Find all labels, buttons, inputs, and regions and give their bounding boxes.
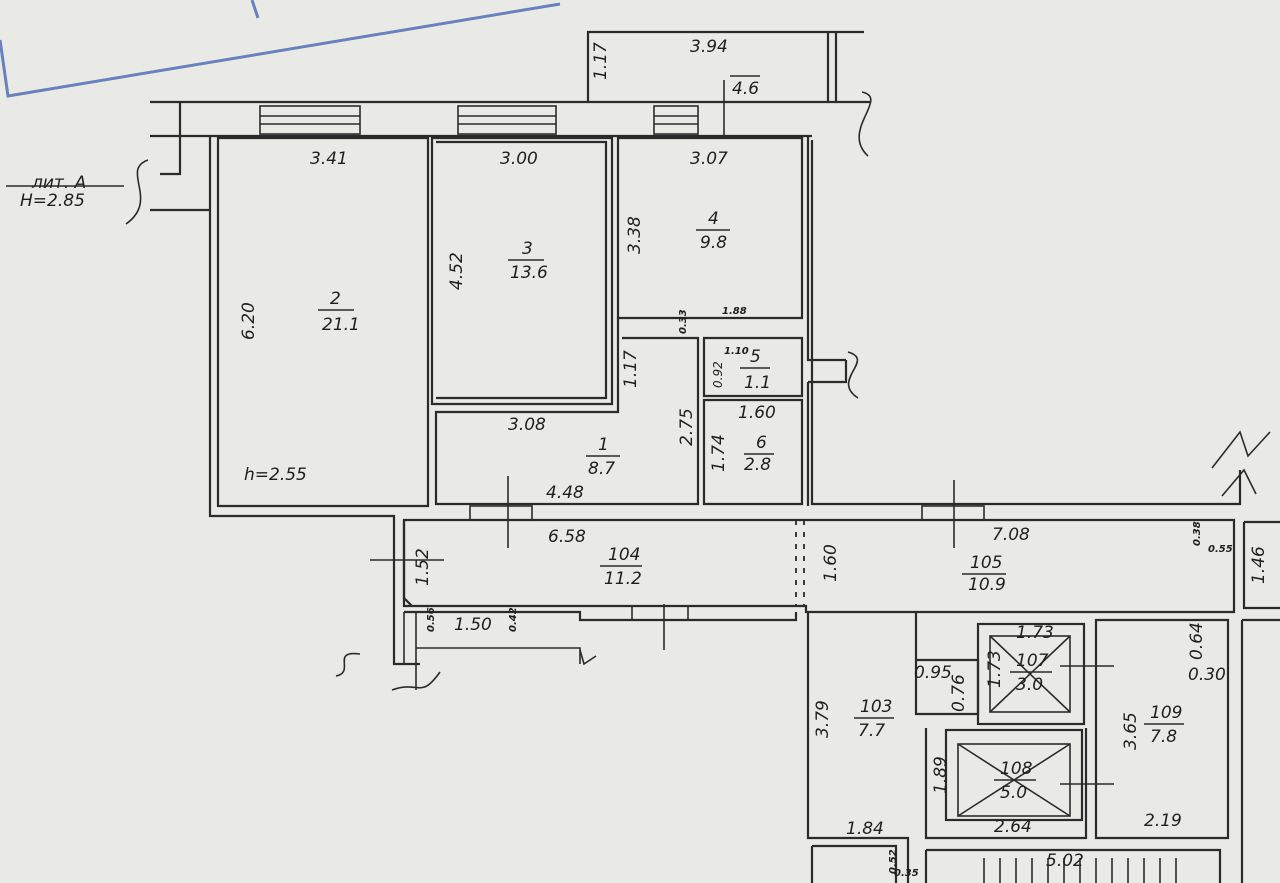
legend: лит. А H=2.85 h=2.55 [6,173,307,485]
dim-label: 1.17 [621,350,641,388]
dim-label: 0.35 [894,868,919,879]
room-104-area: 11.2 [604,569,642,589]
building-height: H=2.85 [20,191,85,211]
room-2-area: 21.1 [322,315,360,335]
room-5-area: 1.1 [744,373,771,393]
dim-label: 1.60 [821,544,841,582]
room-105-number: 105 [970,553,1002,573]
room-1-number: 1 [598,435,609,455]
balcony-area: 4.6 [732,79,759,99]
balcony: 3.94 4.6 1.17 [591,37,760,99]
dim-label: 3.08 [508,415,546,435]
stamp-mark [0,0,561,98]
room-4-number: 4 [708,209,719,229]
dim-label: 1.50 [454,615,492,635]
dimension-labels: 3.41 3.00 3.07 6.20 4.52 3.38 1.88 0.33 … [239,149,1269,879]
dim-label: 4.52 [447,252,467,290]
dim-label: 0.64 [1187,622,1207,660]
dim-label: 1.89 [931,756,951,794]
room-108-number: 108 [1000,759,1033,779]
room-1-area: 8.7 [588,459,615,479]
dim-label: 6.20 [239,302,259,340]
room-103-area: 7.7 [858,721,885,741]
dim-label: 3.07 [690,149,728,169]
dim-label: 1.73 [1016,623,1054,643]
room-109-number: 109 [1150,703,1182,723]
dim-label: 0.56 [426,607,437,632]
balcony-depth: 1.17 [591,42,611,80]
room-6-area: 2.8 [744,455,771,475]
dim-label: 1.52 [413,548,433,586]
dim-label: 1.84 [846,819,884,839]
room-3-area: 13.6 [510,263,548,283]
dim-label: 6.58 [548,527,586,547]
ceiling-height: h=2.55 [244,465,307,485]
dim-label: 3.38 [625,216,645,254]
room-107-area: 3.0 [1016,675,1043,695]
dim-label: 0.76 [949,674,969,712]
dim-label: 1.73 [985,650,1005,688]
walls [125,30,1280,883]
dim-label: 0.33 [678,309,689,334]
dim-label: 1.74 [709,434,729,472]
room-105-area: 10.9 [968,575,1006,595]
room-109-area: 7.8 [1150,727,1177,747]
dim-label: 0.52 [888,849,899,874]
balcony-width: 3.94 [690,37,728,57]
room-6-number: 6 [756,433,767,453]
room-4-area: 9.8 [700,233,727,253]
dim-label: 2.19 [1144,811,1182,831]
building-litera: лит. А [31,173,86,193]
dim-label: 1.60 [738,403,776,423]
dim-label: 1.88 [722,306,747,317]
dim-label: 3.00 [500,149,538,169]
dim-label: 2.75 [677,408,697,446]
dim-label: 0.95 [914,663,952,683]
dim-label: 0.42 [508,607,519,632]
dim-label: 4.48 [546,483,584,503]
dim-label: 3.41 [310,149,348,169]
dim-label: 5.02 [1046,851,1084,871]
dim-label: 2.64 [994,817,1032,837]
room-labels: 2 21.1 3 13.6 4 9.8 5 1.1 6 2.8 1 8.7 10… [318,209,1184,803]
room-2-number: 2 [330,289,341,309]
room-108-area: 5.0 [1000,783,1027,803]
dim-label: 0.55 [1208,544,1233,555]
dim-label: 7.08 [992,525,1030,545]
dim-label: 1.46 [1249,546,1269,584]
dim-label: 0.30 [1188,665,1226,685]
dim-label: 3.65 [1121,712,1141,750]
room-107-number: 107 [1016,651,1049,671]
dim-label: 1.10 [724,346,749,357]
dim-label: 0.92 [711,361,725,388]
dim-label: 3.79 [813,700,833,738]
room-3-number: 3 [522,239,533,259]
room-104-number: 104 [608,545,640,565]
room-5-number: 5 [750,347,761,367]
dim-label: 0.38 [1192,521,1203,546]
room-103-number: 103 [860,697,892,717]
